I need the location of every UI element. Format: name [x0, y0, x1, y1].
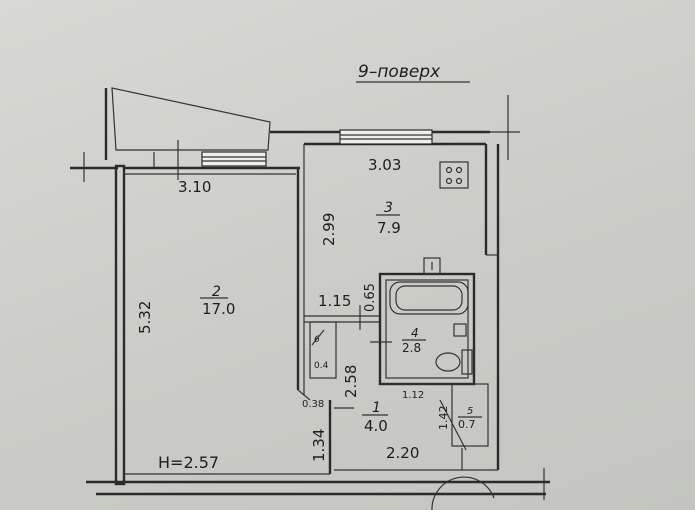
- bathroom-inner: [385, 279, 469, 379]
- dim-hall-width: 2.20: [386, 444, 419, 462]
- room-4-area: 2.8: [402, 341, 421, 355]
- balcony: [111, 87, 271, 151]
- dim-closet-width: 0.38: [302, 399, 324, 410]
- bathtub-icon: [389, 281, 469, 315]
- dim-kitchen-length: 2.99: [320, 213, 338, 246]
- floor-label: 9–поверх: [358, 62, 441, 82]
- closet-6: [309, 321, 337, 379]
- room-1-number: 1: [372, 400, 381, 416]
- stove-burner-icon: [445, 166, 453, 174]
- stove-icon: [439, 161, 469, 189]
- window-kitchen: [339, 129, 433, 145]
- dim-room2-width: 3.10: [178, 178, 211, 196]
- dim-room2-length: 5.32: [136, 301, 154, 334]
- stove-burner-icon-3: [445, 177, 453, 185]
- dim-bath-width: 1.15: [318, 292, 351, 310]
- stove-burner-icon-4: [455, 177, 463, 185]
- entry-door-swing: [431, 476, 495, 510]
- room-2-area: 17.0: [202, 300, 235, 318]
- door-room2: [297, 389, 311, 401]
- room-6-number: 6: [314, 335, 320, 345]
- room-2-number: 2: [212, 284, 221, 300]
- dim-hall-length: 2.58: [342, 365, 360, 398]
- dim-bath-depth: 0.65: [363, 283, 378, 312]
- toilet-tank-icon: [461, 349, 473, 375]
- dim-wc-length: 1.42: [437, 406, 450, 431]
- room-6-area: 0.4: [314, 361, 329, 371]
- room-1-area: 4.0: [364, 417, 388, 435]
- room-3-area: 7.9: [377, 219, 401, 237]
- dim-entry-length: 1.34: [310, 429, 328, 462]
- stove-burner-icon-2: [455, 166, 463, 174]
- room-4-number: 4: [411, 326, 419, 340]
- room-3-number: 3: [384, 200, 393, 216]
- wc-5-walls: [451, 383, 489, 447]
- bathtub-inner-icon: [395, 285, 463, 311]
- window-room2: [201, 151, 267, 167]
- room-5-area: 0.7: [458, 418, 476, 431]
- closet-dim-line: [311, 329, 325, 346]
- wc-dim-line: [439, 399, 467, 451]
- ceiling-height: H=2.57: [158, 453, 219, 472]
- bathroom-walls: [378, 272, 476, 386]
- vent-icon: [423, 257, 441, 275]
- dim-kitchen-width: 3.03: [368, 156, 401, 174]
- dim-wc-width: 1.12: [402, 390, 424, 401]
- room-5-number: 5: [467, 406, 473, 417]
- toilet-icon: [435, 352, 461, 372]
- wall-left: [114, 164, 126, 486]
- sink-icon: [453, 323, 467, 337]
